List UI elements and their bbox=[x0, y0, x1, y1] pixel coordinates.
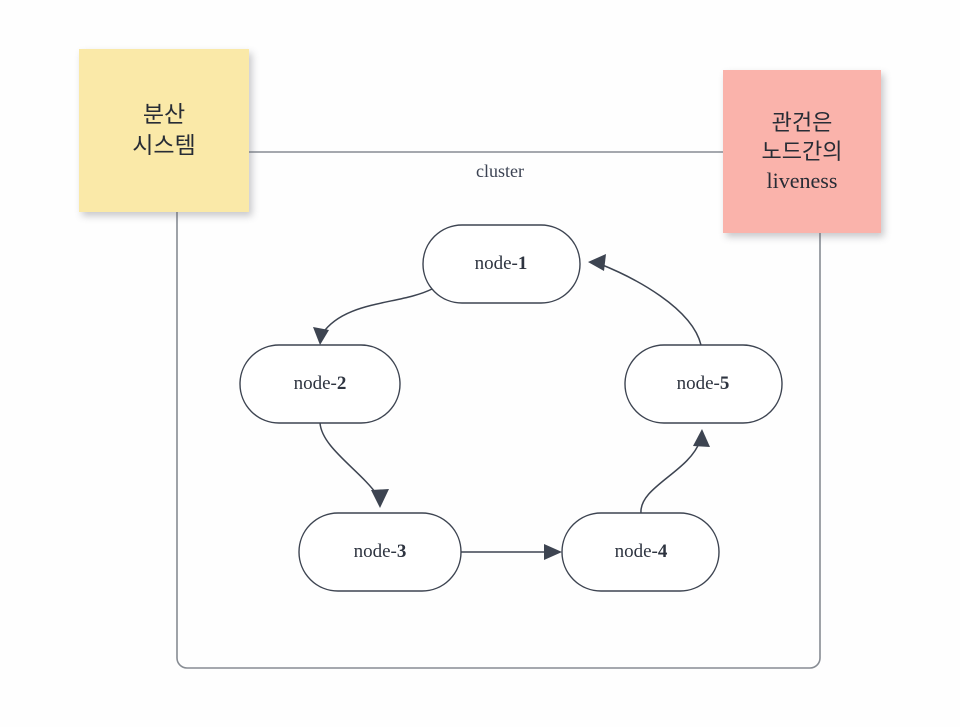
node-label-3: node-3 bbox=[354, 541, 407, 562]
node-label-4: node-4 bbox=[615, 541, 668, 562]
edge-node2-node3 bbox=[319, 422, 389, 508]
arrow-head-icon bbox=[313, 327, 329, 345]
edge-node4-node5 bbox=[640, 429, 710, 514]
node-node-3[interactable]: node-3 bbox=[298, 512, 462, 592]
node-node-1[interactable]: node-1 bbox=[422, 224, 581, 304]
arrow-head-icon bbox=[588, 254, 606, 271]
edge-node1-node2 bbox=[313, 288, 433, 345]
sticky-note-pink-text: 관건은 노드간의 liveness bbox=[761, 109, 843, 194]
node-node-4[interactable]: node-4 bbox=[561, 512, 720, 592]
sticky-note-pink[interactable]: 관건은 노드간의 liveness bbox=[723, 70, 881, 233]
node-label-5: node-5 bbox=[677, 373, 730, 394]
arrow-head-icon bbox=[371, 489, 389, 508]
edge-node5-node1 bbox=[588, 254, 702, 346]
arrow-head-icon bbox=[544, 544, 562, 560]
cluster-boundary bbox=[176, 151, 821, 669]
sticky-note-yellow-text: 분산 시스템 bbox=[132, 102, 196, 158]
node-label-1: node-1 bbox=[475, 253, 528, 274]
sticky-note-yellow[interactable]: 분산 시스템 bbox=[79, 49, 249, 212]
node-label-2: node-2 bbox=[294, 373, 347, 394]
arrow-head-icon bbox=[693, 429, 710, 447]
edge-node3-node4 bbox=[461, 544, 562, 560]
node-node-5[interactable]: node-5 bbox=[624, 344, 783, 424]
cluster-label: cluster bbox=[476, 161, 524, 181]
node-node-2[interactable]: node-2 bbox=[239, 344, 401, 424]
